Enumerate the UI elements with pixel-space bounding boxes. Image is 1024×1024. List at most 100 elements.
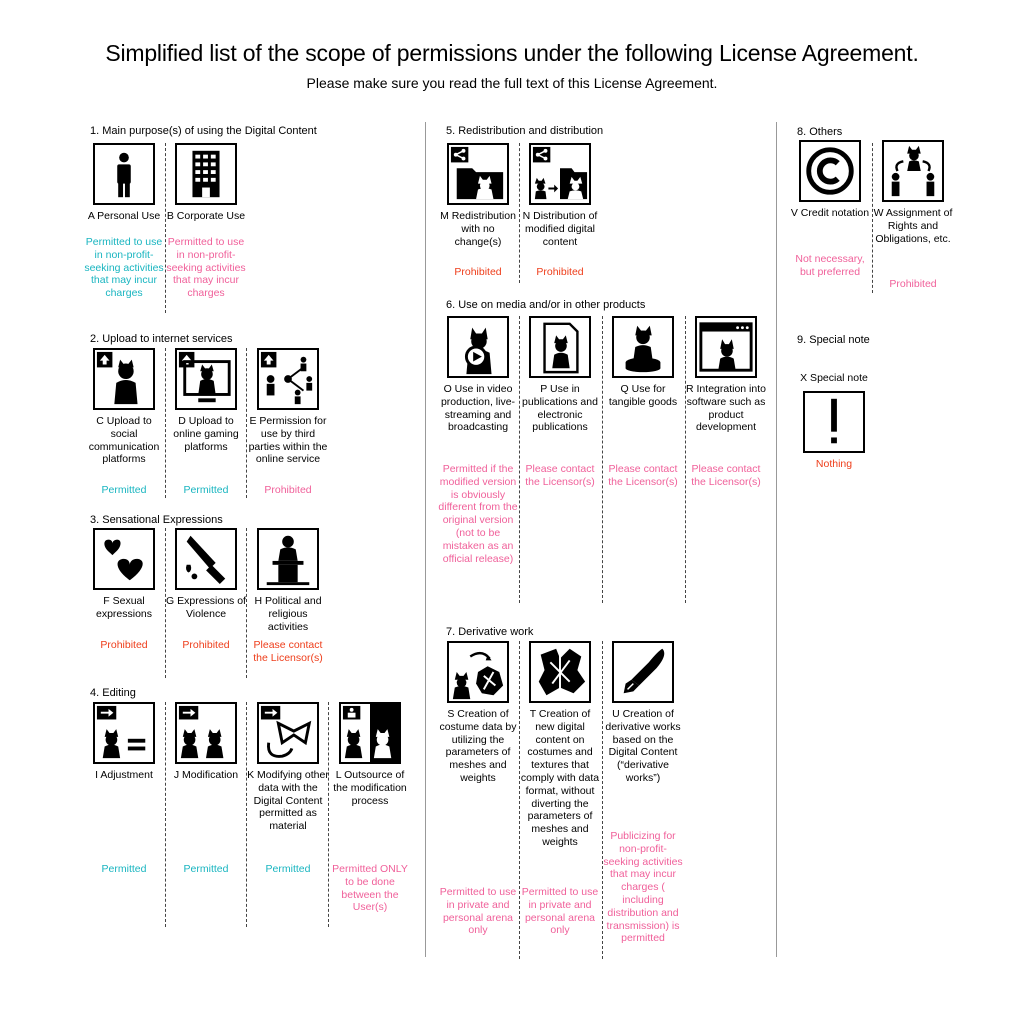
item-divider <box>165 348 166 498</box>
item-status: Permitted to use in private and personal… <box>439 886 517 937</box>
item-n-distribution-modified: N Distribution of modified digital conte… <box>519 143 601 283</box>
item-divider <box>246 348 247 498</box>
item-label: K Modifying other data with the Digital … <box>247 769 329 833</box>
item-u-derivative-works: U Creation of derivative works based on … <box>602 641 684 959</box>
item-status: Publicizing for non-profit-seeking activ… <box>603 830 683 945</box>
item-a-personal-use: A Personal Use Permitted to use in non-p… <box>83 143 165 313</box>
item-label: N Distribution of modified digital conte… <box>522 210 598 248</box>
section-heading-editing: 4. Editing <box>90 687 136 699</box>
copyright-icon <box>799 140 861 202</box>
item-label: H Political and religious activities <box>254 595 322 633</box>
item-label: A Personal Use <box>87 210 161 222</box>
item-i-adjustment: I Adjustment Permitted <box>83 702 165 927</box>
page-title: Simplified list of the scope of permissi… <box>105 40 919 66</box>
item-divider <box>685 316 686 603</box>
item-d-upload-gaming: D Upload to online gaming platforms Perm… <box>165 348 247 498</box>
document-cat-icon <box>529 316 591 378</box>
item-status: Prohibited <box>264 484 312 496</box>
item-k-modifying-other: K Modifying other data with the Digital … <box>247 702 329 927</box>
section-heading-upload: 2. Upload to internet services <box>90 333 233 345</box>
item-label: D Upload to online gaming platforms <box>173 415 239 453</box>
item-g-violence: G Expressions of Violence Prohibited <box>165 528 247 678</box>
item-label: R Integration into software such as prod… <box>686 383 766 434</box>
pen-nib-icon <box>612 641 674 703</box>
item-status: Prohibited <box>100 639 148 651</box>
arrow-two-cats-icon <box>175 702 237 764</box>
item-divider <box>328 702 329 927</box>
section-heading-others: 8. Others <box>797 126 843 138</box>
arrow-bow-tie-icon <box>257 702 319 764</box>
item-b-corporate-use: B Corporate Use Permitted to use in non-… <box>165 143 247 313</box>
item-j-modification: J Modification Permitted <box>165 702 247 927</box>
software-window-icon <box>695 316 757 378</box>
item-status: Permitted to use in non-profit-seeking a… <box>84 236 164 300</box>
item-divider <box>519 641 520 959</box>
arrow-cat-equals-icon <box>93 702 155 764</box>
item-p-publications: P Use in publications and electronic pub… <box>519 316 601 603</box>
item-l-outsource: L Outsource of the modification process … <box>329 702 411 927</box>
monitor-cat-icon <box>175 348 237 410</box>
item-divider <box>519 143 520 283</box>
item-label: M Redistribution with no change(s) <box>440 210 516 248</box>
item-label: O Use in video production, live-streamin… <box>440 383 516 434</box>
item-status: Prohibited <box>182 639 230 651</box>
item-label: E Permission for use by third parties wi… <box>248 415 328 466</box>
item-status: Prohibited <box>536 266 584 278</box>
item-status: Permitted to use in non-profit-seeking a… <box>166 236 246 300</box>
item-w-assignment: W Assignment of Rights and Obligations, … <box>872 140 954 290</box>
item-status: Please contact the Licensor(s) <box>608 463 678 488</box>
share-modified-icon <box>529 143 591 205</box>
item-label: S Creation of costume data by utilizing … <box>439 708 517 784</box>
item-divider <box>165 143 166 313</box>
item-label: C Upload to social communication platfor… <box>88 415 160 466</box>
knife-icon <box>175 528 237 590</box>
item-status: Please contact the Licensor(s) <box>253 639 323 664</box>
item-label: X Special note <box>800 372 868 384</box>
item-label: P Use in publications and electronic pub… <box>522 383 598 434</box>
upload-cat-icon <box>93 348 155 410</box>
item-label: J Modification <box>173 769 239 781</box>
item-status: Please contact the Licensor(s) <box>525 463 595 488</box>
item-divider <box>872 143 873 293</box>
item-label: T Creation of new digital content on cos… <box>520 708 600 848</box>
item-divider <box>602 641 603 959</box>
item-divider <box>519 316 520 603</box>
item-status: Not necessary, but preferred <box>795 253 865 278</box>
section-heading-redistribution: 5. Redistribution and distribution <box>446 125 604 137</box>
section-heading-derivative: 7. Derivative work <box>446 626 534 638</box>
section-heading-sensational: 3. Sensational Expressions <box>90 514 223 526</box>
column-divider <box>776 122 777 957</box>
item-divider <box>246 528 247 678</box>
item-label: U Creation of derivative works based on … <box>605 708 681 784</box>
item-status: Permitted <box>183 484 229 496</box>
section-heading-main-purpose: 1. Main purpose(s) of using the Digital … <box>90 125 317 137</box>
item-label: W Assignment of Rights and Obligations, … <box>873 207 953 245</box>
hearts-icon <box>93 528 155 590</box>
item-divider <box>602 316 603 603</box>
item-label: G Expressions of Violence <box>166 595 246 620</box>
assignment-cat-people-icon <box>882 140 944 202</box>
figure-stand-icon <box>612 316 674 378</box>
section-heading-media: 6. Use on media and/or in other products <box>446 299 646 311</box>
costume-cloth-icon <box>529 641 591 703</box>
item-q-tangible-goods: Q Use for tangible goods Please contact … <box>602 316 684 603</box>
item-label: B Corporate Use <box>166 210 246 222</box>
share-people-icon <box>257 348 319 410</box>
item-status: Permitted <box>265 863 311 875</box>
item-label: Q Use for tangible goods <box>608 383 678 408</box>
person-icon <box>93 143 155 205</box>
item-status: Permitted ONLY to be done between the Us… <box>332 863 408 914</box>
item-s-costume-data: S Creation of costume data by utilizing … <box>437 641 519 959</box>
item-divider <box>246 702 247 927</box>
item-status: Please contact the Licensor(s) <box>691 463 761 488</box>
item-divider <box>165 702 166 927</box>
exclamation-icon <box>803 390 865 453</box>
item-status: Permitted <box>101 484 147 496</box>
item-status: Nothing <box>815 458 853 470</box>
item-h-political: H Political and religious activities Ple… <box>247 528 329 678</box>
item-r-software: R Integration into software such as prod… <box>685 316 767 603</box>
item-label: F Sexual expressions <box>95 595 153 620</box>
podium-speaker-icon <box>257 528 319 590</box>
column-divider <box>425 122 426 957</box>
item-label: L Outsource of the modification process <box>333 769 407 807</box>
